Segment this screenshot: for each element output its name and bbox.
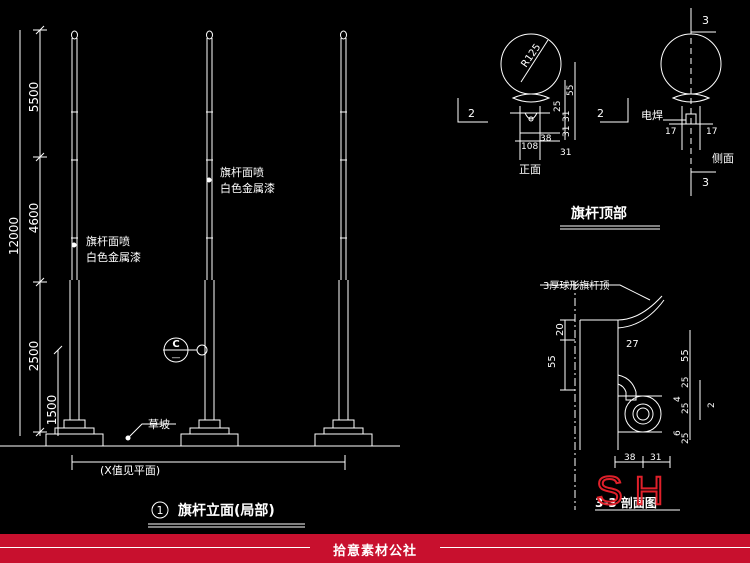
sec-dim-2: 2 (707, 402, 717, 408)
dim-2500: 2500 (27, 341, 41, 372)
sec-dim-55-right: 55 (680, 349, 691, 362)
callout-dot-right (206, 177, 212, 183)
finial-front (500, 33, 562, 160)
sec-dim-27: 27 (626, 339, 639, 350)
top-dim-31b: 31 (562, 126, 572, 137)
sec-dim-55-left: 55 (547, 355, 558, 368)
top-dim-25: 25 (553, 101, 563, 112)
flagpole-3 (314, 30, 373, 447)
section-tag-2-right (600, 98, 629, 123)
top-dim-31a: 31 (562, 111, 572, 122)
section-3-3-drawing (574, 282, 665, 510)
top-dim-55: 55 (566, 85, 576, 96)
watermark-logo: SH (596, 469, 676, 513)
section-tag-2-left (457, 98, 488, 123)
title-number: 1 (157, 504, 164, 517)
side-label: 侧面 (712, 152, 734, 165)
ramp-leader (127, 423, 176, 439)
flagpole-1 (45, 30, 104, 447)
callout-right-line2: 白色金属漆 (220, 181, 275, 195)
front-label: 正面 (519, 163, 541, 176)
section-tag-3-bottom-num: 3 (702, 176, 709, 189)
dim-12000: 12000 (7, 217, 21, 255)
sec-dim-31: 31 (650, 453, 661, 463)
dim-4600: 4600 (27, 203, 41, 234)
callout-left-line2: 白色金属漆 (86, 250, 141, 264)
flagpole-2 (180, 30, 239, 447)
section-callout: 3厚球形旗杆顶 (543, 279, 609, 292)
callout-dot-left (71, 242, 77, 248)
elevation-title: 旗杆立面(局部) (178, 502, 275, 519)
footer-divider-left (0, 547, 310, 548)
section-tag-3-top-num: 3 (702, 14, 709, 27)
radius-leader (520, 39, 549, 83)
section-33-title: 3-3 剖面图 (595, 495, 657, 510)
section-mark-letter: C (172, 339, 179, 350)
top-dim-38: 38 (540, 134, 552, 144)
dim-1500: 1500 (45, 395, 59, 426)
dim-5500: 5500 (27, 82, 41, 113)
sec-dim-4: 4 (673, 396, 683, 402)
footer-text: 拾意素材公社 (332, 544, 417, 559)
sec-dim-6: 6 (673, 430, 683, 436)
side-dim-17b: 17 (706, 127, 717, 137)
footer-divider-right (440, 547, 750, 548)
callout-left-line1: 旗杆面喷 (86, 234, 130, 248)
side-dim-17a: 17 (665, 127, 676, 137)
sec-dim-25a: 25 (681, 377, 691, 388)
top-detail-title: 旗杆顶部 (571, 205, 627, 222)
plan-note: (X值见平面) (100, 464, 160, 477)
footer-band: 拾意素材公社 (0, 534, 750, 563)
sec-dim-25c: 25 (681, 433, 691, 444)
callout-right-line1: 旗杆面喷 (220, 165, 264, 179)
dim-ticks (33, 25, 47, 437)
section-tag-2-right-num: 2 (597, 107, 604, 120)
top-dim-31c: 31 (560, 148, 571, 158)
sec-dim-25b: 25 (681, 403, 691, 414)
sec-dim-38: 38 (624, 453, 636, 463)
sec-dim-20: 20 (555, 323, 566, 336)
ramp-label: 草坡 (148, 418, 170, 431)
title-number-circle (151, 501, 169, 519)
weld-label: 电焊 (641, 108, 663, 122)
top-dim-108: 108 (521, 142, 538, 152)
section-tag-2-left-num: 2 (468, 107, 475, 120)
section-mark-sub: — (172, 353, 181, 363)
